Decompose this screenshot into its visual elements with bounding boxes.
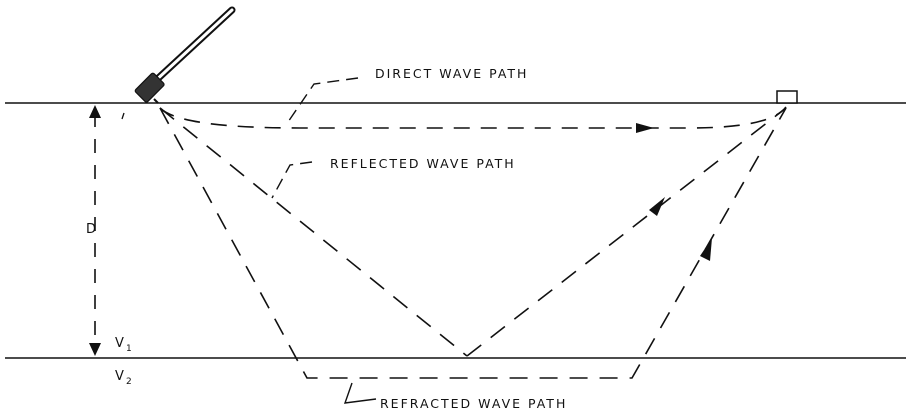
velocity-1-subscript: 1 <box>126 344 132 354</box>
direct-wave-path <box>159 106 787 129</box>
reflected-wave-arrow <box>649 197 665 216</box>
direct-wave-label: DIRECT WAVE PATH <box>375 66 528 81</box>
refracted-wave-arrow <box>700 238 712 261</box>
direct-label-leader <box>287 77 359 123</box>
sledgehammer-icon <box>134 6 236 104</box>
reflected-wave-up <box>466 107 787 357</box>
refracted-wave-label: REFRACTED WAVE PATH <box>380 396 567 411</box>
refracted-wave-path <box>159 107 787 379</box>
geophone-icon <box>776 90 798 104</box>
velocity-2-subscript: 2 <box>126 377 132 387</box>
reflected-wave-label: REFLECTED WAVE PATH <box>330 156 516 171</box>
refracted-label-leader <box>343 382 377 404</box>
velocity-2-label: V <box>115 369 124 384</box>
surface-tick <box>121 112 125 120</box>
reflected-label-leader <box>271 161 313 199</box>
direct-wave-arrow <box>636 123 654 133</box>
depth-label: D <box>86 222 96 237</box>
velocity-1-label: V <box>115 336 124 351</box>
depth-dimension <box>89 105 101 356</box>
reflected-wave-down <box>159 107 468 357</box>
